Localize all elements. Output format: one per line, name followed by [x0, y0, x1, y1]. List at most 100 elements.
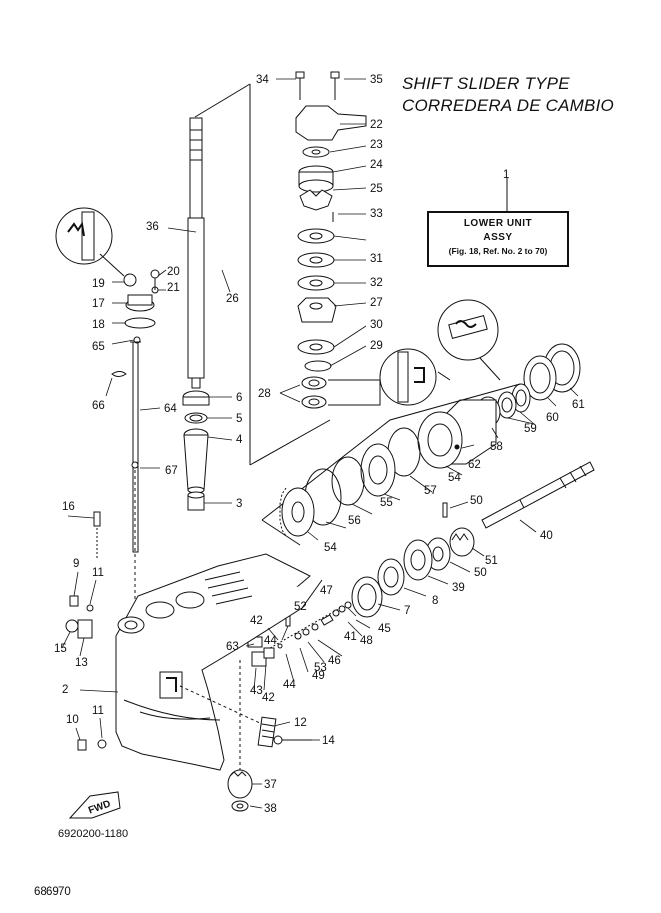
- part-label-41: 41: [344, 631, 357, 643]
- part-label-52: 52: [294, 601, 307, 613]
- part-label-56: 56: [348, 515, 361, 527]
- part-label-59: 59: [524, 423, 537, 435]
- part-label-63: 63: [226, 641, 239, 653]
- part-label-27: 27: [370, 297, 383, 309]
- part-label-40: 40: [540, 530, 553, 542]
- part-label-35: 35: [370, 74, 383, 86]
- part-label-58: 58: [490, 441, 503, 453]
- assy-box-line3: (Fig. 18, Ref. No. 2 to 70): [448, 246, 548, 256]
- lower-unit-assy-box: LOWER UNIT ASSY (Fig. 18, Ref. No. 2 to …: [427, 211, 569, 267]
- diagram-title-spanish: CORREDERA DE CAMBIO: [402, 96, 614, 115]
- part-label-53: 53: [314, 662, 327, 674]
- part-label-42: 42: [262, 692, 275, 704]
- gearcase-housing: [115, 553, 323, 771]
- part-label-26: 26: [226, 293, 239, 305]
- part-label-18: 18: [92, 319, 105, 331]
- water-pump-parts: [295, 71, 381, 409]
- part-label-13: 13: [75, 657, 88, 669]
- part-label-5: 5: [236, 413, 242, 425]
- fwd-arrow: [68, 791, 121, 819]
- part-label-36: 36: [146, 221, 159, 233]
- part-label-61: 61: [572, 399, 585, 411]
- part-label-62: 62: [468, 459, 481, 471]
- part-label-50: 50: [474, 567, 487, 579]
- part-label-60: 60: [546, 412, 559, 424]
- part-label-22: 22: [370, 119, 383, 131]
- shift-rod-detail-callout: [55, 207, 125, 277]
- part-label-30: 30: [370, 319, 383, 331]
- part-label-1: 1: [503, 169, 509, 181]
- part-label-54: 54: [324, 542, 337, 554]
- part-label-11: 11: [92, 567, 104, 579]
- part-label-66: 66: [92, 400, 105, 412]
- part-label-23: 23: [370, 139, 383, 151]
- document-number: 6920200-1180: [58, 828, 129, 840]
- drive-shaft-bushings: [182, 390, 210, 511]
- part-label-44: 44: [264, 635, 277, 647]
- part-label-21: 21: [167, 282, 180, 294]
- part-label-12: 12: [294, 717, 307, 729]
- propeller-shaft: [481, 461, 595, 529]
- housing-small-parts: [65, 511, 107, 751]
- part-number-labels: 1234567891011111213141516171819202122232…: [34, 74, 585, 898]
- part-label-48: 48: [360, 635, 373, 647]
- part-label-3: 3: [236, 498, 242, 510]
- pinion-and-nut: [227, 769, 253, 812]
- part-label-69: 69: [46, 886, 59, 898]
- part-label-4: 4: [236, 434, 243, 446]
- part-label-8: 8: [432, 595, 438, 607]
- part-label-16: 16: [62, 501, 75, 513]
- part-label-9: 9: [73, 558, 79, 570]
- part-label-15: 15: [54, 643, 67, 655]
- cross-pin: [442, 502, 448, 518]
- part-label-29: 29: [370, 340, 383, 352]
- shift-rod-holder-parts: [111, 269, 160, 377]
- part-label-10: 10: [66, 714, 79, 726]
- drive-shaft: [187, 117, 205, 389]
- part-label-11: 11: [92, 705, 104, 717]
- bearing-detail-callout: [379, 299, 501, 406]
- part-label-6: 6: [236, 392, 242, 404]
- dog-clutch-parts: [425, 527, 475, 571]
- part-label-38: 38: [264, 803, 277, 815]
- assy-box-line2: ASSY: [483, 232, 513, 243]
- part-label-67: 67: [165, 465, 178, 477]
- part-label-32: 32: [370, 277, 383, 289]
- leader-lines: [61, 78, 579, 809]
- assy-box-line1: LOWER UNIT: [463, 218, 533, 229]
- part-label-28: 28: [258, 388, 271, 400]
- forward-gear-parts: [351, 539, 433, 618]
- part-label-54: 54: [448, 472, 461, 484]
- part-label-25: 25: [370, 183, 383, 195]
- part-label-39: 39: [452, 582, 465, 594]
- pump-group-bracket: [194, 83, 331, 466]
- part-label-49: 49: [312, 670, 325, 682]
- part-label-17: 17: [92, 298, 105, 310]
- part-label-14: 14: [322, 735, 335, 747]
- diagram-title-english: SHIFT SLIDER TYPE: [402, 74, 570, 93]
- part-label-31: 31: [370, 253, 383, 265]
- part-label-2: 2: [62, 684, 68, 696]
- part-label-57: 57: [424, 485, 437, 497]
- part-label-19: 19: [92, 278, 105, 290]
- part-label-65: 65: [92, 341, 105, 353]
- part-label-42: 42: [250, 615, 263, 627]
- part-label-37: 37: [264, 779, 277, 791]
- part-label-46: 46: [328, 655, 341, 667]
- part-label-51: 51: [485, 555, 498, 567]
- propeller-shaft-housing-group: [304, 343, 581, 526]
- part-label-70: 70: [58, 886, 71, 898]
- part-label-64: 64: [164, 403, 177, 415]
- anode-and-bolt: [179, 685, 312, 748]
- part-label-47: 47: [320, 585, 333, 597]
- part-label-45: 45: [378, 623, 391, 635]
- part-label-7: 7: [404, 605, 410, 617]
- part-label-34: 34: [256, 74, 269, 86]
- part-label-33: 33: [370, 208, 383, 220]
- part-label-55: 55: [380, 497, 393, 509]
- part-label-24: 24: [370, 159, 383, 171]
- part-label-50: 50: [470, 495, 483, 507]
- shift-slider: [239, 636, 275, 780]
- part-label-44: 44: [283, 679, 296, 691]
